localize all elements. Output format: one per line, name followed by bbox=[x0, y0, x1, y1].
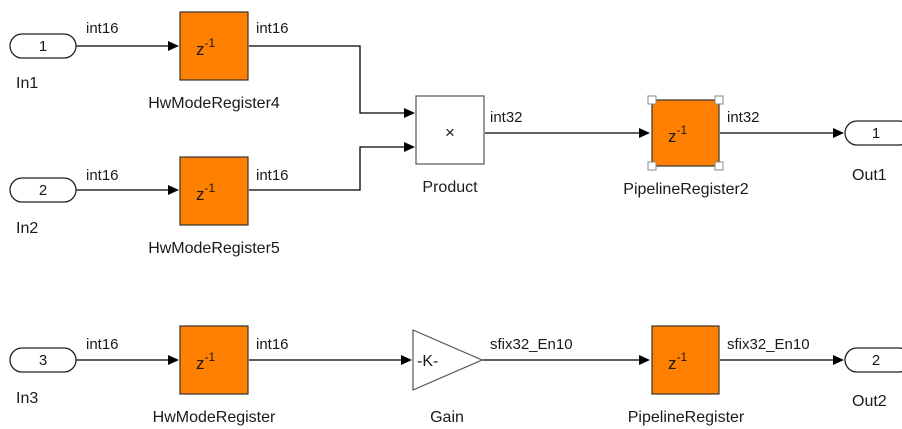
outport-number: 2 bbox=[872, 352, 880, 369]
block-label: PipelineRegister2 bbox=[623, 181, 749, 198]
delay-block-shape bbox=[651, 99, 720, 167]
signal-label-in2-hw5: int16 bbox=[86, 167, 119, 184]
inport-number: 1 bbox=[39, 38, 47, 55]
signal-label-hw-gain: int16 bbox=[256, 336, 289, 353]
block-label: Gain bbox=[430, 409, 464, 426]
inport-label: In2 bbox=[16, 220, 38, 237]
arrow-head bbox=[833, 355, 844, 365]
signal-label-in3-hw: int16 bbox=[86, 336, 119, 353]
inport-shape bbox=[9, 177, 77, 203]
inport-in3[interactable]: 3 In3 bbox=[9, 347, 77, 407]
outport-label: Out2 bbox=[852, 393, 887, 410]
signal-labels: int16 int16 int16 int16 int32 int32 int1… bbox=[86, 20, 810, 353]
product-symbol: × bbox=[445, 123, 455, 142]
outport-out1[interactable]: 1 Out1 bbox=[844, 120, 902, 184]
arrow-head bbox=[404, 108, 415, 118]
block-label: Product bbox=[422, 179, 478, 196]
delay-block-shape bbox=[651, 325, 720, 395]
gain-triangle-shape bbox=[412, 329, 484, 391]
delay-symbol: z-1 bbox=[196, 36, 215, 59]
block-label: HwModeRegister4 bbox=[148, 95, 280, 112]
block-product[interactable]: × Product bbox=[415, 95, 485, 196]
signal-label-hw4-product: int16 bbox=[256, 20, 289, 37]
block-hwmoderegister5[interactable]: z-1 HwModeRegister5 bbox=[148, 156, 280, 257]
selection-handle[interactable] bbox=[647, 95, 657, 105]
signal-label-gain-pipe: sfix32_En10 bbox=[490, 336, 573, 353]
arrow-head bbox=[639, 355, 650, 365]
product-block-shape bbox=[415, 95, 485, 165]
gain-symbol: -K- bbox=[417, 353, 438, 370]
arrow-head bbox=[168, 355, 179, 365]
wire-hw4-product[interactable] bbox=[249, 45, 405, 114]
signal-label-hw5-product: int16 bbox=[256, 167, 289, 184]
delay-block-shape bbox=[179, 156, 249, 226]
arrow-head bbox=[168, 41, 179, 51]
delay-block-shape bbox=[179, 11, 249, 81]
block-label: HwModeRegister5 bbox=[148, 240, 280, 257]
arrow-head bbox=[401, 355, 412, 365]
outport-shape bbox=[844, 347, 902, 373]
selection-handle[interactable] bbox=[714, 95, 724, 105]
outport-label: Out1 bbox=[852, 167, 887, 184]
arrow-head bbox=[168, 185, 179, 195]
inport-number: 2 bbox=[39, 182, 47, 199]
inport-shape bbox=[9, 33, 77, 59]
inport-label: In1 bbox=[16, 75, 38, 92]
delay-symbol: z-1 bbox=[668, 350, 687, 373]
outport-shape bbox=[844, 120, 902, 146]
block-hwmoderegister4[interactable]: z-1 HwModeRegister4 bbox=[148, 11, 280, 112]
wire-hw5-product[interactable] bbox=[249, 146, 405, 191]
delay-symbol: z-1 bbox=[196, 350, 215, 373]
wires bbox=[76, 41, 844, 365]
inport-number: 3 bbox=[39, 352, 47, 369]
block-label: HwModeRegister bbox=[153, 409, 276, 426]
block-gain[interactable]: -K- Gain bbox=[412, 329, 484, 426]
arrow-head bbox=[639, 128, 650, 138]
inport-in2[interactable]: 2 In2 bbox=[9, 177, 77, 237]
delay-symbol: z-1 bbox=[668, 123, 687, 146]
arrow-head bbox=[404, 142, 415, 152]
block-label: PipelineRegister bbox=[628, 409, 745, 426]
signal-label-product-pipe2: int32 bbox=[490, 109, 523, 126]
inport-label: In3 bbox=[16, 390, 38, 407]
inport-shape bbox=[9, 347, 77, 373]
block-pipelineregister2[interactable]: z-1 PipelineRegister2 bbox=[623, 95, 749, 198]
outport-out2[interactable]: 2 Out2 bbox=[844, 347, 902, 410]
arrow-head bbox=[833, 128, 844, 138]
signal-label-pipe2-out1: int32 bbox=[727, 109, 760, 126]
selection-handle[interactable] bbox=[714, 161, 724, 171]
inport-in1[interactable]: 1 In1 bbox=[9, 33, 77, 92]
signal-label-pipe-out2: sfix32_En10 bbox=[727, 336, 810, 353]
block-pipelineregister[interactable]: z-1 PipelineRegister bbox=[628, 325, 745, 426]
outport-number: 1 bbox=[872, 125, 880, 142]
delay-symbol: z-1 bbox=[196, 181, 215, 204]
delay-block-shape bbox=[179, 325, 249, 395]
block-hwmoderegister[interactable]: z-1 HwModeRegister bbox=[153, 325, 276, 426]
selection-handle[interactable] bbox=[647, 161, 657, 171]
signal-label-in1-hw4: int16 bbox=[86, 20, 119, 37]
